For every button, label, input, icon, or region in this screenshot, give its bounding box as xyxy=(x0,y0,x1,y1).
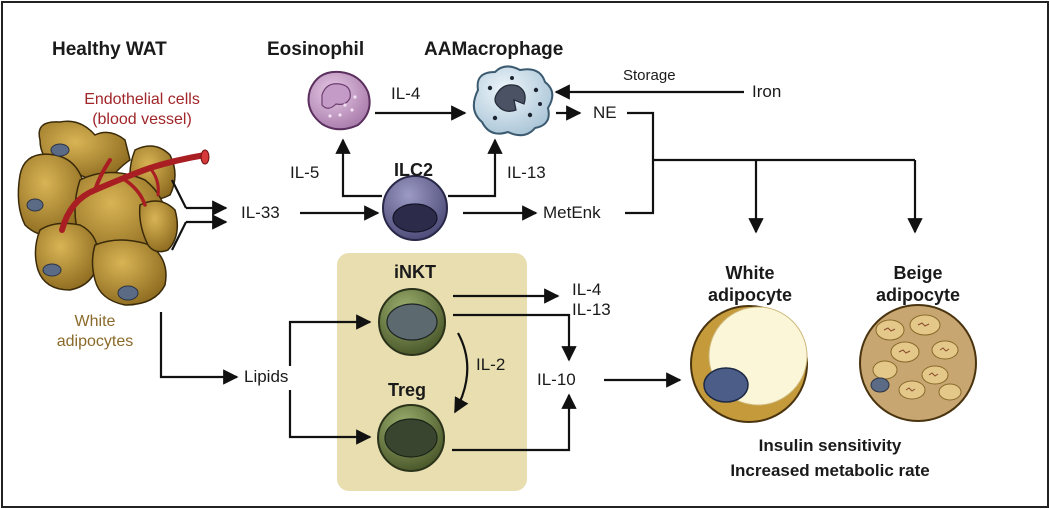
il10-label: IL-10 xyxy=(537,370,576,389)
outcome-label: Insulin sensitivity Increased metabolic … xyxy=(680,433,980,483)
lipids-label: Lipids xyxy=(244,367,289,386)
eosinophil-label: Eosinophil xyxy=(267,39,365,60)
inkt-cell xyxy=(378,288,446,356)
white-adipocytes-line-2: adipocytes xyxy=(56,333,134,350)
connectors xyxy=(159,84,923,452)
beige-adipocyte-label: Beige adipocyte xyxy=(858,262,978,306)
white-adipocyte-label: White adipocyte xyxy=(690,262,810,306)
white-adipocyte-line-1: White xyxy=(725,263,775,283)
il13-lower-label: IL-13 xyxy=(572,300,611,319)
outcome-line-1: Insulin sensitivity xyxy=(758,436,902,455)
adipocyte-cluster xyxy=(17,120,210,306)
il4-il13-label: IL-4 IL-13 xyxy=(572,280,611,320)
outcome-line-2: Increased metabolic rate xyxy=(730,461,930,480)
beige-adipocyte-line-2: adipocyte xyxy=(875,285,961,305)
iron-label: Iron xyxy=(752,82,782,101)
storage-label: Storage xyxy=(623,67,676,84)
inkt-label: iNKT xyxy=(394,262,436,282)
endothelial-line-2: (blood vessel) xyxy=(92,111,192,128)
white-adipocytes-line-1: White xyxy=(74,313,116,330)
il4-top-label: IL-4 xyxy=(391,84,421,103)
il5-label: IL-5 xyxy=(290,163,320,182)
aamacrophage-label: AAMacrophage xyxy=(424,39,564,60)
white-adipocyte-line-2: adipocyte xyxy=(707,285,793,305)
treg-cell xyxy=(377,404,445,472)
white-adipocyte-cell xyxy=(690,305,808,423)
treg-label: Treg xyxy=(388,380,427,400)
il2-label: IL-2 xyxy=(476,355,506,374)
beige-adipocyte-line-1: Beige xyxy=(893,263,943,283)
metenk-label: MetEnk xyxy=(543,203,601,222)
white-adipocytes-label: White adipocytes xyxy=(20,312,170,352)
ilc2-cell xyxy=(382,175,448,241)
ilc2-label: ILC2 xyxy=(394,160,434,180)
endothelial-line-1: Endothelial cells xyxy=(84,91,200,108)
title-healthy-wat: Healthy WAT xyxy=(52,39,167,60)
il13-top-label: IL-13 xyxy=(507,163,546,182)
beige-adipocyte-cell xyxy=(859,304,977,422)
il4-lower-label: IL-4 xyxy=(572,280,602,299)
endothelial-label: Endothelial cells (blood vessel) xyxy=(52,90,232,130)
il33-label: IL-33 xyxy=(241,203,280,222)
ne-label: NE xyxy=(593,103,617,122)
eosinophil-cell xyxy=(307,70,371,131)
aamacrophage-cell xyxy=(472,65,554,137)
